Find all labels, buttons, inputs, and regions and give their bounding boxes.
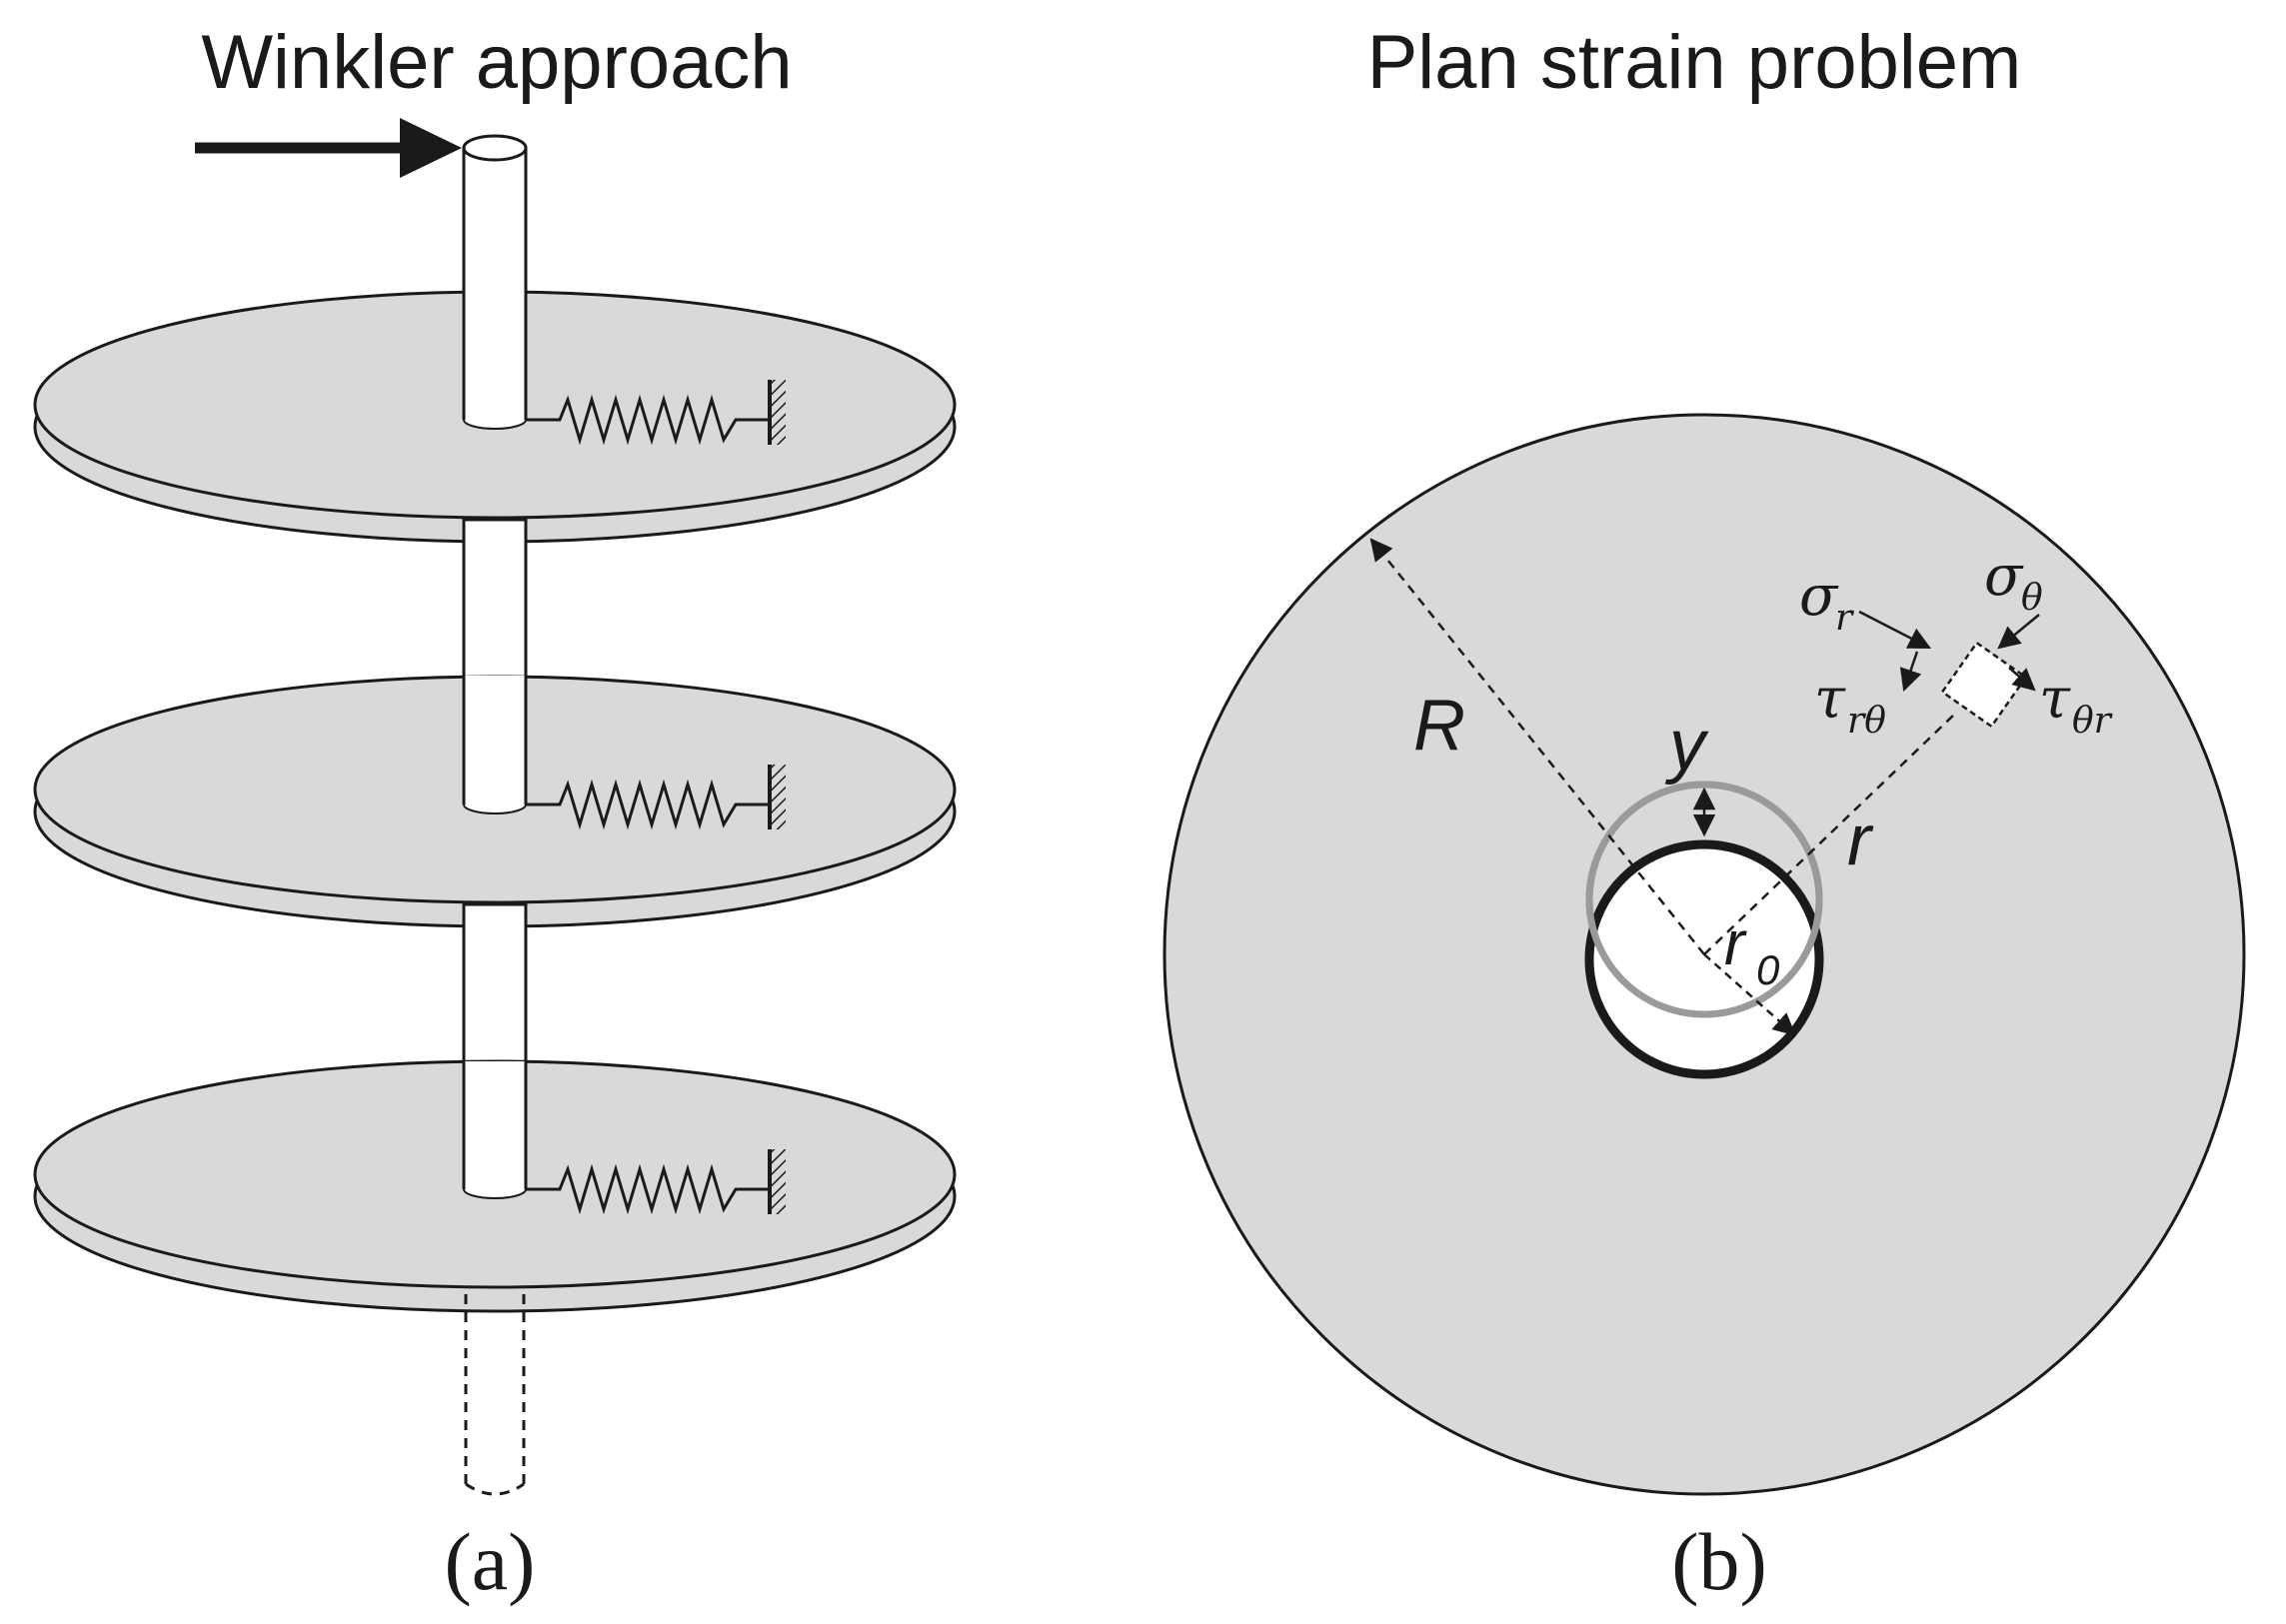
panel-a: Winkler approach [33, 20, 957, 1607]
displacement-label: y [1664, 706, 1709, 786]
svg-text:r: r [1724, 909, 1747, 978]
spring-2-icon [526, 779, 770, 830]
fixed-support-1-icon [772, 380, 786, 445]
sigma-r-arrow [1858, 610, 1932, 650]
pile-hole [1584, 839, 1824, 1079]
svg-text:rθ: rθ [1847, 701, 1886, 742]
load-arrow [195, 118, 462, 178]
stress-element [1940, 641, 2028, 729]
radius-label: r [1847, 801, 1874, 880]
panel-b: Plan strain problem R r r 0 y σ r [1162, 20, 2246, 1607]
panel-a-title: Winkler approach [201, 20, 792, 105]
panel-b-title: Plan strain problem [1367, 20, 2022, 105]
spring-3-icon [526, 1163, 770, 1215]
tau-rtheta-arrow [1899, 651, 1922, 693]
soil-disc-1 [33, 290, 957, 544]
tau-thetar-label: τ θr [2039, 667, 2113, 742]
svg-text:σ: σ [1984, 544, 2024, 609]
tau-rtheta-label: τ rθ [1814, 667, 1886, 742]
soil-disc-3 [33, 1059, 957, 1313]
svg-text:0: 0 [1756, 946, 1780, 993]
panel-b-caption: (b) [1671, 1516, 1767, 1607]
svg-text:θr: θr [2072, 701, 2113, 742]
svg-text:θ: θ [2021, 578, 2043, 619]
tau-thetar-arrow [2008, 667, 2036, 692]
svg-text:τ: τ [1814, 667, 1846, 732]
sigma-theta-label: σ θ [1984, 544, 2043, 619]
fixed-support-3-icon [772, 1149, 786, 1214]
svg-text:τ: τ [2039, 667, 2071, 732]
inner-radius-dimension [1703, 953, 1796, 1036]
panel-a-caption: (a) [444, 1516, 535, 1607]
inner-radius-label: r 0 [1724, 909, 1780, 993]
svg-text:σ: σ [1799, 564, 1839, 629]
svg-text:r: r [1835, 598, 1854, 639]
outer-radius-dimension [1369, 538, 1705, 955]
sigma-theta-arrow [1997, 614, 2040, 650]
fixed-support-2-icon [772, 765, 786, 829]
radius-dimension [1703, 714, 1955, 955]
pile-continuation-dashed [464, 1294, 526, 1496]
spring-1-icon [526, 394, 770, 446]
soil-disc-2 [33, 675, 957, 928]
outer-radius-label: R [1413, 686, 1465, 766]
sigma-r-label: σ r [1799, 564, 1854, 639]
